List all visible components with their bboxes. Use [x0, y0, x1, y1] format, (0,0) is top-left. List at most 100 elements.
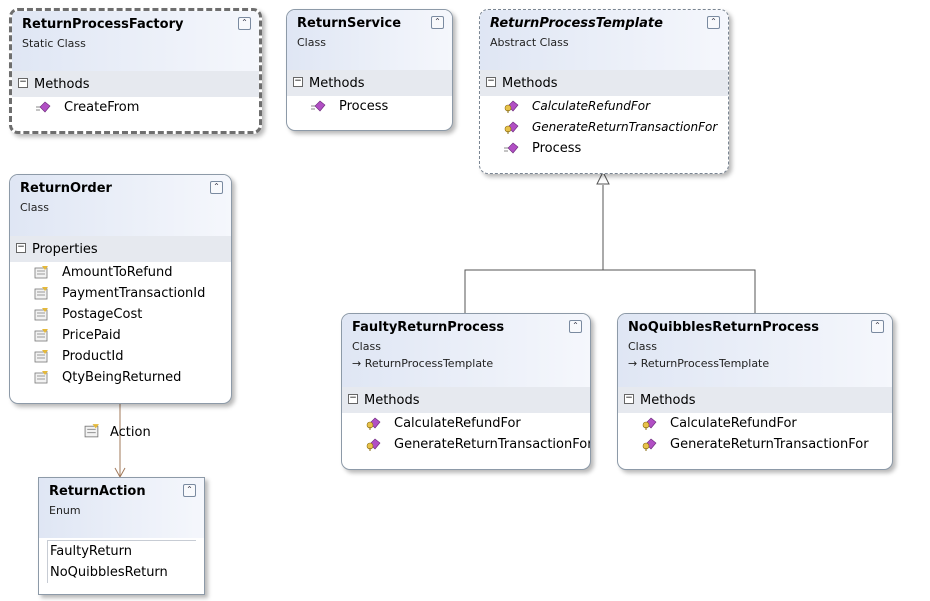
- class-name: FaultyReturnProcess: [352, 320, 505, 335]
- inheritance-arrowhead: [596, 170, 610, 185]
- collapse-icon[interactable]: ⌃: [183, 484, 196, 497]
- section-toggle-icon[interactable]: −: [486, 76, 496, 87]
- class-name: ReturnOrder: [20, 181, 112, 196]
- class-return-process-template[interactable]: ReturnProcessTemplate Abstract Class ⌃ −…: [479, 9, 729, 174]
- class-stereotype: Class: [628, 340, 657, 353]
- property-amount-to-refund[interactable]: AmountToRefund: [10, 262, 231, 283]
- enum-value-label: NoQuibblesReturn: [50, 565, 168, 580]
- property-qty-being-returned[interactable]: QtyBeingReturned: [10, 367, 231, 388]
- base-class-label: → ReturnProcessTemplate: [352, 357, 494, 370]
- member-label: CalculateRefundFor: [670, 416, 797, 431]
- enum-return-action[interactable]: ReturnAction Enum ⌃ FaultyReturn NoQuibb…: [38, 477, 205, 595]
- property-price-paid[interactable]: PricePaid: [10, 325, 231, 346]
- class-stereotype: Class: [297, 36, 326, 49]
- class-name: ReturnProcessFactory: [22, 17, 184, 32]
- methods-section-header[interactable]: − Methods: [12, 71, 259, 97]
- class-header: FaultyReturnProcess Class → ReturnProces…: [342, 314, 590, 387]
- enum-values-section: FaultyReturn NoQuibblesReturn: [47, 540, 196, 583]
- methods-section-header[interactable]: − Methods: [618, 387, 892, 413]
- property-postage-cost[interactable]: PostageCost: [10, 304, 231, 325]
- class-return-order[interactable]: ReturnOrder Class ⌃ − Properties AmountT…: [9, 174, 232, 404]
- inheritance-branch-line: [464, 269, 756, 313]
- property-icon: [34, 287, 48, 300]
- class-faulty-return-process[interactable]: FaultyReturnProcess Class → ReturnProces…: [341, 313, 591, 470]
- method-generate-return-transaction-for[interactable]: GenerateReturnTransactionFor: [480, 117, 728, 138]
- member-label: PricePaid: [62, 328, 121, 343]
- methods-section-header[interactable]: − Methods: [342, 387, 590, 413]
- method-generate-return-transaction-for[interactable]: GenerateReturnTransactionFor: [618, 434, 892, 455]
- method-create-from[interactable]: CreateFrom: [12, 97, 259, 118]
- property-icon: [34, 329, 48, 342]
- class-stereotype: Class: [20, 201, 49, 214]
- method-calculate-refund-for[interactable]: CalculateRefundFor: [618, 413, 892, 434]
- method-generate-return-transaction-for[interactable]: GenerateReturnTransactionFor: [342, 434, 590, 455]
- class-header: ReturnProcessFactory Static Class ⌃: [12, 11, 259, 71]
- section-label: Methods: [364, 393, 420, 408]
- section-label: Properties: [32, 242, 98, 257]
- association-label[interactable]: Action: [110, 425, 151, 440]
- member-label: GenerateReturnTransactionFor: [670, 437, 869, 452]
- enum-value-no-quibbles-return[interactable]: NoQuibblesReturn: [48, 562, 196, 583]
- class-stereotype: Abstract Class: [490, 36, 569, 49]
- class-no-quibbles-return-process[interactable]: NoQuibblesReturnProcess Class → ReturnPr…: [617, 313, 893, 470]
- methods-section-header[interactable]: − Methods: [287, 70, 452, 96]
- section-label: Methods: [502, 76, 558, 91]
- collapse-icon[interactable]: ⌃: [871, 320, 884, 333]
- section-label: Methods: [309, 76, 365, 91]
- collapse-icon[interactable]: ⌃: [431, 16, 444, 29]
- protected-method-icon: [504, 100, 519, 113]
- class-return-process-factory[interactable]: ReturnProcessFactory Static Class ⌃ − Me…: [9, 8, 262, 134]
- section-toggle-icon[interactable]: −: [293, 76, 303, 87]
- enum-name: ReturnAction: [49, 484, 146, 499]
- method-process[interactable]: Process: [287, 96, 452, 117]
- member-label: AmountToRefund: [62, 265, 173, 280]
- protected-method-icon: [366, 417, 381, 430]
- section-toggle-icon[interactable]: −: [348, 393, 358, 404]
- method-calculate-refund-for[interactable]: CalculateRefundFor: [342, 413, 590, 434]
- class-header: ReturnOrder Class ⌃: [10, 175, 231, 236]
- class-name: NoQuibblesReturnProcess: [628, 320, 820, 335]
- member-label: CalculateRefundFor: [532, 99, 650, 113]
- methods-section-header[interactable]: − Methods: [480, 70, 728, 96]
- protected-method-icon: [504, 121, 519, 134]
- collapse-icon[interactable]: ⌃: [210, 181, 223, 194]
- property-payment-transaction-id[interactable]: PaymentTransactionId: [10, 283, 231, 304]
- method-icon: [504, 142, 519, 154]
- property-icon: [34, 371, 48, 384]
- property-product-id[interactable]: ProductId: [10, 346, 231, 367]
- section-toggle-icon[interactable]: −: [16, 242, 26, 253]
- section-toggle-icon[interactable]: −: [18, 77, 28, 88]
- inherits-arrow-icon: →: [628, 357, 641, 370]
- class-stereotype: Class: [352, 340, 381, 353]
- section-toggle-icon[interactable]: −: [624, 393, 634, 404]
- property-icon: [34, 350, 48, 363]
- property-icon: [34, 266, 48, 279]
- base-class-label: → ReturnProcessTemplate: [628, 357, 770, 370]
- protected-method-icon: [642, 438, 657, 451]
- collapse-icon[interactable]: ⌃: [238, 17, 251, 30]
- enum-header: ReturnAction Enum ⌃: [39, 478, 204, 538]
- protected-method-icon: [642, 417, 657, 430]
- class-header: ReturnProcessTemplate Abstract Class ⌃: [480, 10, 728, 70]
- class-name: ReturnService: [297, 16, 402, 31]
- collapse-icon[interactable]: ⌃: [569, 320, 582, 333]
- member-label: Process: [532, 141, 582, 156]
- method-calculate-refund-for[interactable]: CalculateRefundFor: [480, 96, 728, 117]
- method-icon: [36, 101, 51, 113]
- class-stereotype: Static Class: [22, 37, 86, 50]
- enum-value-faulty-return[interactable]: FaultyReturn: [48, 541, 196, 562]
- property-icon: [34, 308, 48, 321]
- member-label: ProductId: [62, 349, 124, 364]
- class-name: ReturnProcessTemplate: [490, 16, 663, 31]
- member-label: CalculateRefundFor: [394, 416, 521, 431]
- member-label: QtyBeingReturned: [62, 370, 182, 385]
- collapse-icon[interactable]: ⌃: [707, 16, 720, 29]
- member-label: GenerateReturnTransactionFor: [394, 437, 591, 452]
- class-return-service[interactable]: ReturnService Class ⌃ − Methods Process: [286, 9, 453, 131]
- method-icon: [311, 100, 326, 112]
- method-process[interactable]: Process: [480, 138, 728, 159]
- class-header: NoQuibblesReturnProcess Class → ReturnPr…: [618, 314, 892, 387]
- properties-section-header[interactable]: − Properties: [10, 236, 231, 262]
- member-label: Process: [339, 99, 389, 114]
- enum-value-label: FaultyReturn: [50, 544, 133, 559]
